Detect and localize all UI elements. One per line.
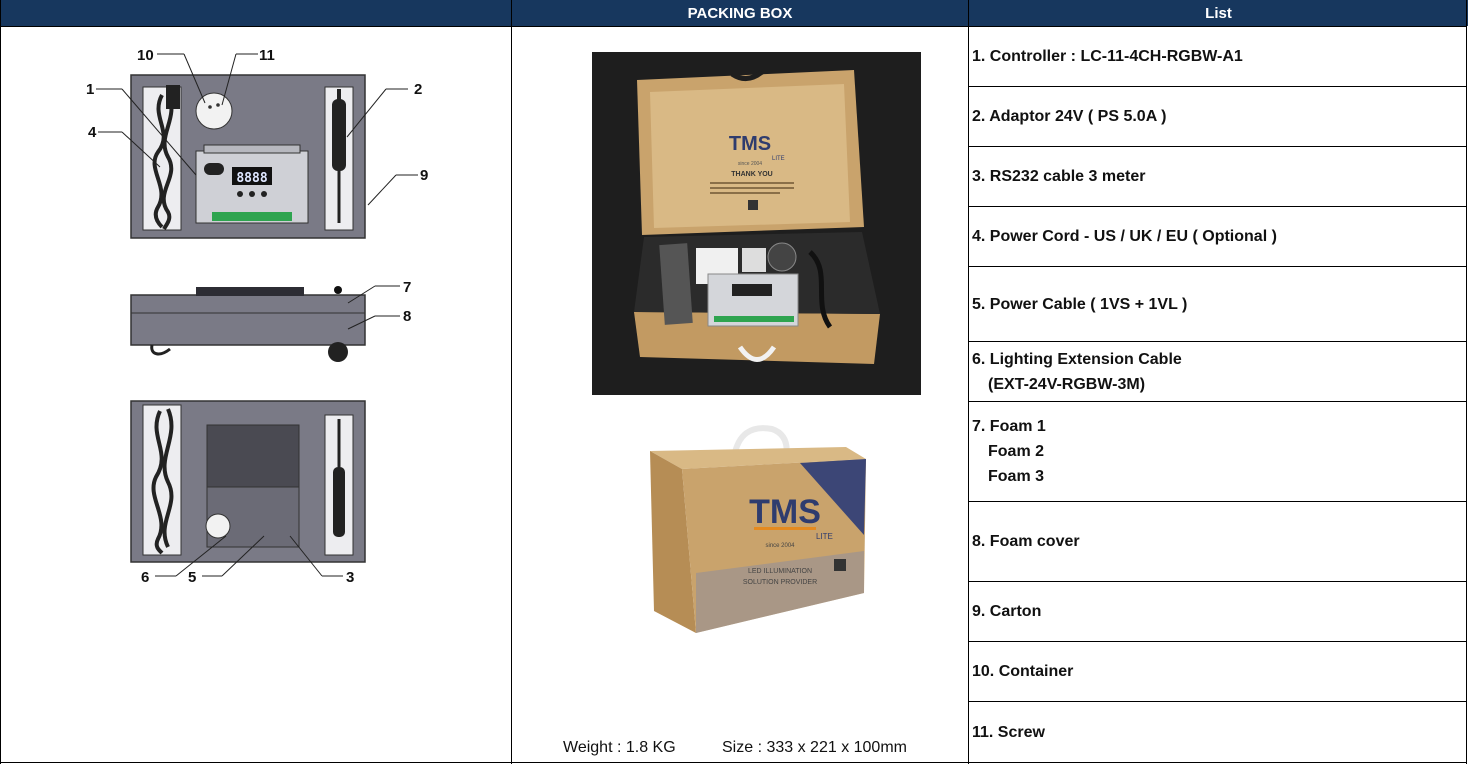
list-divider xyxy=(969,206,1466,207)
open-box-brand: TMS xyxy=(729,133,771,155)
closed-box-slogan-line-2: SOLUTION PROVIDER xyxy=(743,579,817,586)
closed-box-illustration: TMS LITE since 2004 LED ILLUMINATION SOL… xyxy=(650,425,866,633)
list-divider xyxy=(969,146,1466,147)
list-item-power-cord: 4. Power Cord - US / UK / EU ( Optional … xyxy=(972,228,1277,245)
list-item-screw: 11. Screw xyxy=(972,723,1045,741)
packing-layout-drawing: 8888 10 11 1 4 2 xyxy=(86,47,428,586)
bottom-view: 6 5 3 xyxy=(130,400,366,586)
list-divider xyxy=(969,581,1466,582)
open-box-brand-sub: LITE xyxy=(772,156,785,162)
callout-7: 7 xyxy=(403,279,411,296)
foam-1-label: 7. Foam 1 xyxy=(972,418,1046,435)
callout-2: 2 xyxy=(414,81,422,98)
extension-cable-label: 6. Lighting Extension Cable xyxy=(972,350,1182,368)
list-divider xyxy=(969,266,1466,267)
open-box-since: since 2004 xyxy=(738,161,762,167)
list-divider xyxy=(969,501,1466,502)
header-list: List xyxy=(969,0,1468,26)
list-item-extension-cable: 6. Lighting Extension Cable (EXT-24V-RGB… xyxy=(969,342,1466,401)
callout-3: 3 xyxy=(346,569,354,586)
closed-box-photo: TMS LITE since 2004 LED ILLUMINATION SOL… xyxy=(640,423,876,638)
header-drawing xyxy=(0,0,511,26)
callout-11: 11 xyxy=(259,47,275,64)
list-divider xyxy=(969,86,1466,87)
size-label: Size : 333 x 221 x 100mm xyxy=(722,739,907,756)
callout-1: 1 xyxy=(86,81,94,98)
foam-2-label: Foam 2 xyxy=(988,443,1045,460)
open-box-thanks: THANK YOU xyxy=(731,171,772,178)
list-item-carton: 9. Carton xyxy=(972,603,1042,620)
list-item-controller: 1. Controller : LC-11-4CH-RGBW-A1 xyxy=(972,48,1243,65)
list-divider xyxy=(969,701,1466,702)
list-item-container: 10. Container xyxy=(972,663,1074,680)
callout-8: 8 xyxy=(403,308,411,325)
closed-box-brand: TMS xyxy=(749,493,821,531)
callout-5: 5 xyxy=(188,569,196,586)
list-item-foam: 7. Foam 1 Foam 2 Foam 3 xyxy=(969,402,1466,501)
column-divider-2 xyxy=(968,0,969,764)
list-item-foam-cover: 8. Foam cover xyxy=(972,533,1080,550)
controller-display-digits: 8888 xyxy=(236,171,267,186)
top-view: 8888 10 11 1 4 2 xyxy=(86,47,428,239)
side-view: 7 8 xyxy=(130,279,411,362)
foam-3-label: Foam 3 xyxy=(988,468,1045,485)
closed-box-since: since 2004 xyxy=(765,543,795,549)
bottom-border xyxy=(0,762,1467,763)
open-box-photo: TMS LITE since 2004 THANK YOU xyxy=(592,52,921,395)
closed-box-brand-sub: LITE xyxy=(816,532,833,541)
list-divider xyxy=(969,341,1466,342)
header-bottom-line xyxy=(0,26,1467,27)
weight-label: Weight : 1.8 KG xyxy=(563,739,676,756)
extension-cable-model: (EXT-24V-RGBW-3M) xyxy=(988,375,1146,393)
right-border xyxy=(1466,0,1467,764)
list-divider xyxy=(969,401,1466,402)
list-item-adaptor: 2. Adaptor 24V ( PS 5.0A ) xyxy=(972,108,1167,125)
callout-9: 9 xyxy=(420,167,428,184)
callout-4: 4 xyxy=(88,124,97,141)
column-divider-1 xyxy=(511,0,512,764)
list-item-power-cable: 5. Power Cable ( 1VS + 1VL ) xyxy=(972,295,1188,313)
list-divider xyxy=(969,641,1466,642)
open-box-illustration: TMS LITE since 2004 THANK YOU xyxy=(634,69,880,364)
left-border xyxy=(0,0,1,764)
callout-6: 6 xyxy=(141,569,149,586)
header-packing-box: PACKING BOX xyxy=(512,0,968,26)
callout-10: 10 xyxy=(137,47,154,64)
list-item-rs232-cable: 3. RS232 cable 3 meter xyxy=(972,168,1146,185)
closed-box-slogan-line-1: LED ILLUMINATION xyxy=(748,568,812,575)
